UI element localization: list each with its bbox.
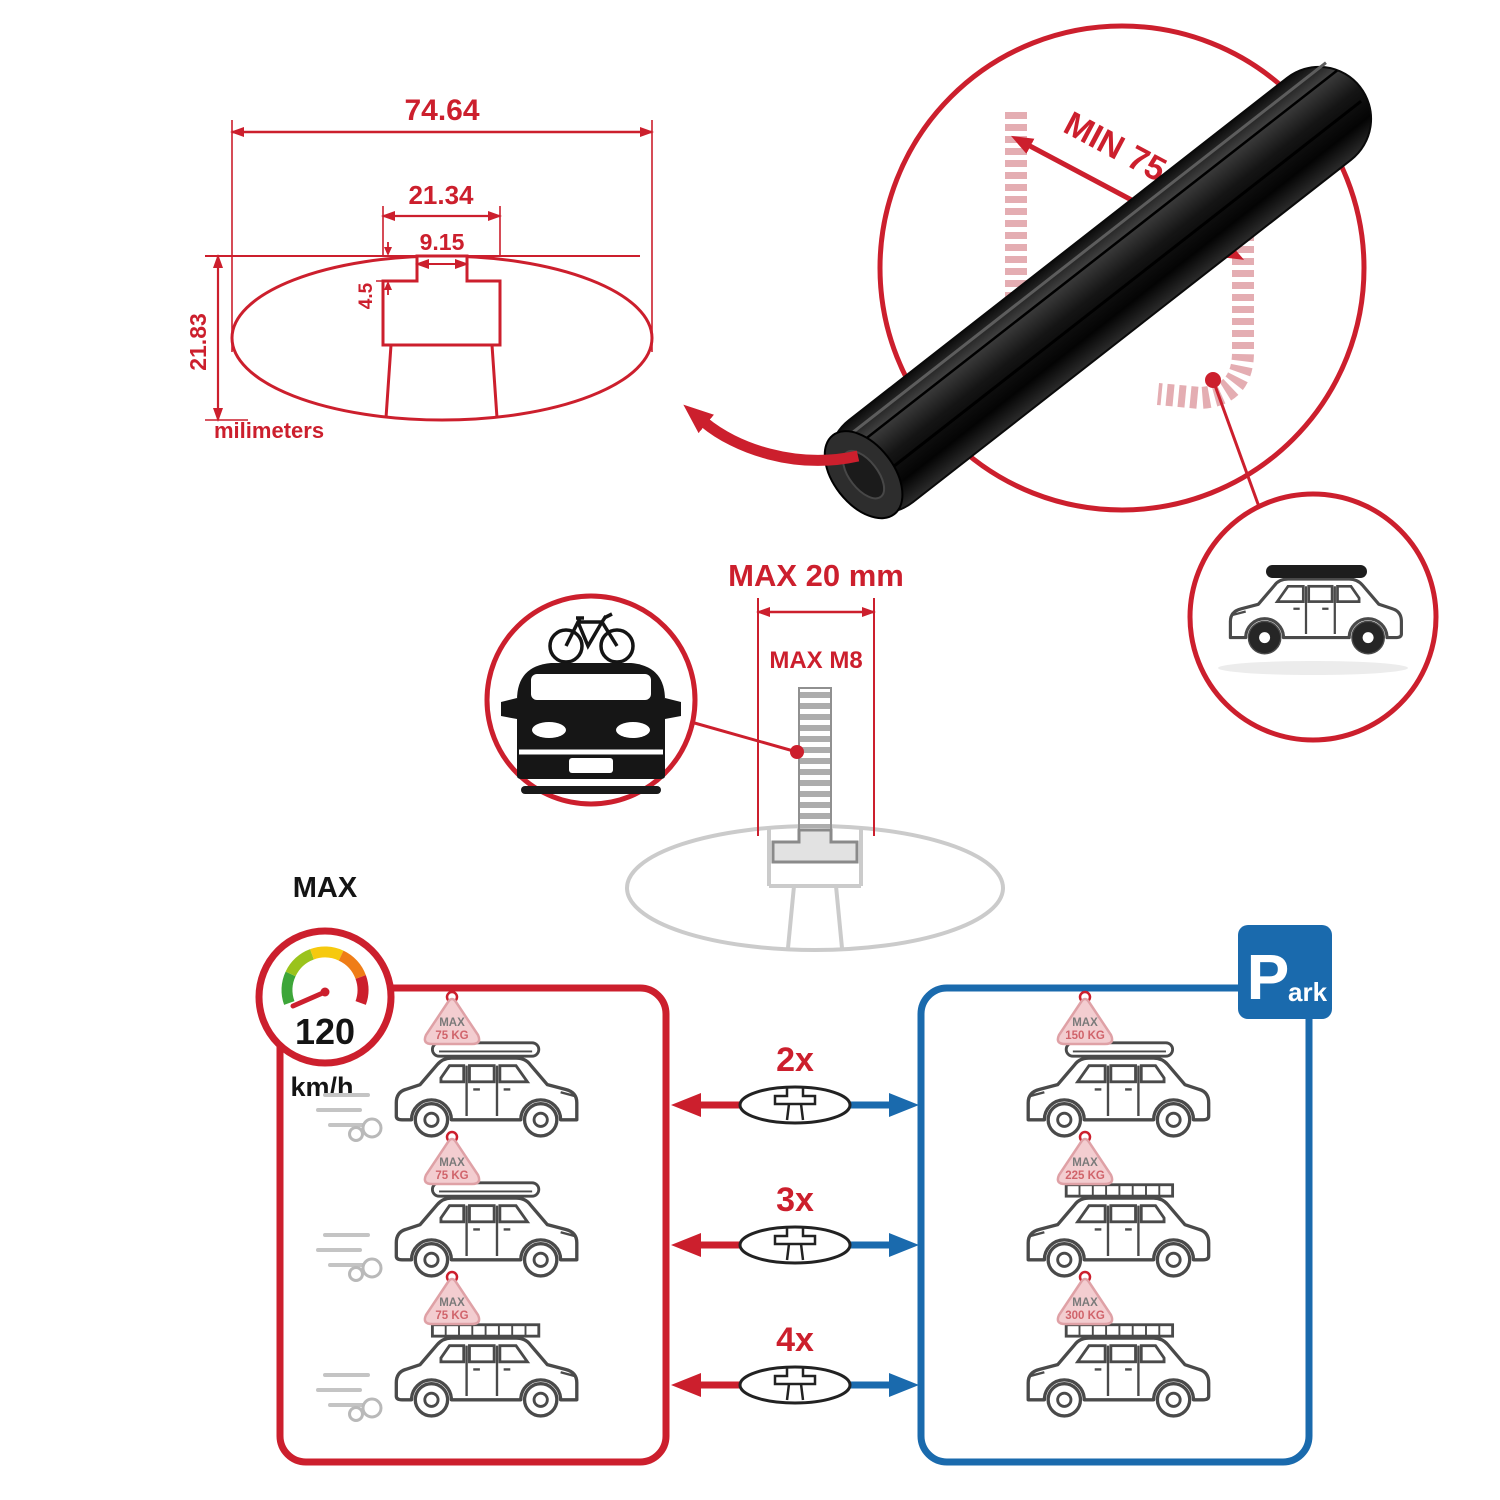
parked-car-row-1: MAX 150 KG	[1028, 990, 1209, 1136]
parked-car-row-3: MAX 300 KG	[1028, 1270, 1209, 1416]
t-slot-channel	[381, 254, 502, 347]
driving-car-row-2: MAX 75 KG	[316, 1130, 577, 1282]
bar-count-row-1: 2x	[671, 1041, 919, 1125]
crossbar-cross-section-icon	[738, 1225, 852, 1265]
car-front-icon	[501, 663, 681, 794]
dim-height: 21.83	[185, 313, 211, 371]
multiplier-label: 4x	[776, 1321, 814, 1359]
roof-cargo-box	[1266, 565, 1367, 578]
park-sign-letter: P	[1247, 941, 1290, 1013]
dim-slot-width: 9.15	[420, 229, 465, 255]
crossbar-cross-section-icon	[738, 1085, 852, 1125]
dim-lip-depth: 4.5	[356, 282, 377, 309]
bike-car-circle	[484, 593, 698, 807]
bolt-t-head	[771, 828, 859, 864]
badge-weight-value: 225 KG	[1065, 1170, 1105, 1182]
badge-max-label: MAX	[1072, 1297, 1098, 1309]
parked-cars: MAX 150 KG MAX 225 KG MAX 300 KG	[1028, 990, 1209, 1416]
badge-max-label: MAX	[439, 1157, 465, 1169]
badge-max-label: MAX	[439, 1017, 465, 1029]
load-badge: MAX 300 KG	[1056, 1270, 1114, 1326]
badge-max-label: MAX	[439, 1297, 465, 1309]
park-sign-suffix: ark	[1288, 977, 1328, 1007]
detail-pointer-arrow	[683, 404, 860, 466]
roofbox-suv-circle	[1187, 491, 1439, 743]
crossbar-cross-section-icon	[738, 1365, 852, 1405]
bicycle-icon	[548, 612, 635, 664]
badge-weight-value: 75 KG	[435, 1030, 468, 1042]
gauge-title: MAX	[293, 872, 358, 904]
gauge-arc	[281, 946, 369, 1005]
badge-weight-value: 75 KG	[435, 1170, 468, 1182]
bolt-max-thread-label: MAX M8	[769, 647, 862, 674]
load-badge: MAX 225 KG	[1056, 1130, 1114, 1186]
multiplier-label: 2x	[776, 1041, 814, 1079]
gauge-needle	[290, 989, 328, 1009]
badge-weight-value: 75 KG	[435, 1310, 468, 1322]
load-badge: MAX 75 KG	[423, 1270, 481, 1326]
driving-car-row-1: MAX 75 KG	[316, 990, 577, 1142]
bar-count-row-3: 4x	[671, 1321, 919, 1405]
units-label: milimeters	[214, 418, 324, 443]
park-sign: P ark	[1238, 925, 1332, 1019]
load-badge: MAX 75 KG	[423, 1130, 481, 1186]
driving-car-row-3: MAX 75 KG	[316, 1270, 577, 1422]
speed-limit-gauge: MAX 120 km/h	[255, 872, 395, 1102]
gauge-unit: km/h	[290, 1072, 353, 1102]
bolt-diagram: MAX 20 mm MAX M8	[625, 558, 1005, 952]
dim-channel-width: 21.34	[408, 180, 474, 210]
dimension-diagram: 74.64 21.34 9.15 4.5 21.83 milimeters	[185, 94, 654, 443]
crossbar-render	[823, 61, 1373, 520]
badge-max-label: MAX	[1072, 1017, 1098, 1029]
multiplier-label: 3x	[776, 1181, 814, 1219]
load-badge: MAX 75 KG	[423, 990, 481, 1046]
load-badge: MAX 150 KG	[1056, 990, 1114, 1046]
badge-max-label: MAX	[1072, 1157, 1098, 1169]
badge-weight-value: 300 KG	[1065, 1310, 1105, 1322]
crossbar-detail-circle: MIN 75 mm	[823, 23, 1373, 520]
bar-count-row-2: 3x	[671, 1181, 919, 1265]
badge-weight-value: 150 KG	[1065, 1030, 1105, 1042]
driving-cars: MAX 75 KG MAX 75 KG	[316, 990, 577, 1422]
gauge-value: 120	[295, 1011, 355, 1052]
dim-total-width: 74.64	[404, 94, 479, 127]
bolt-max-width-label: MAX 20 mm	[728, 558, 904, 593]
parked-car-row-2: MAX 225 KG	[1028, 1130, 1209, 1276]
